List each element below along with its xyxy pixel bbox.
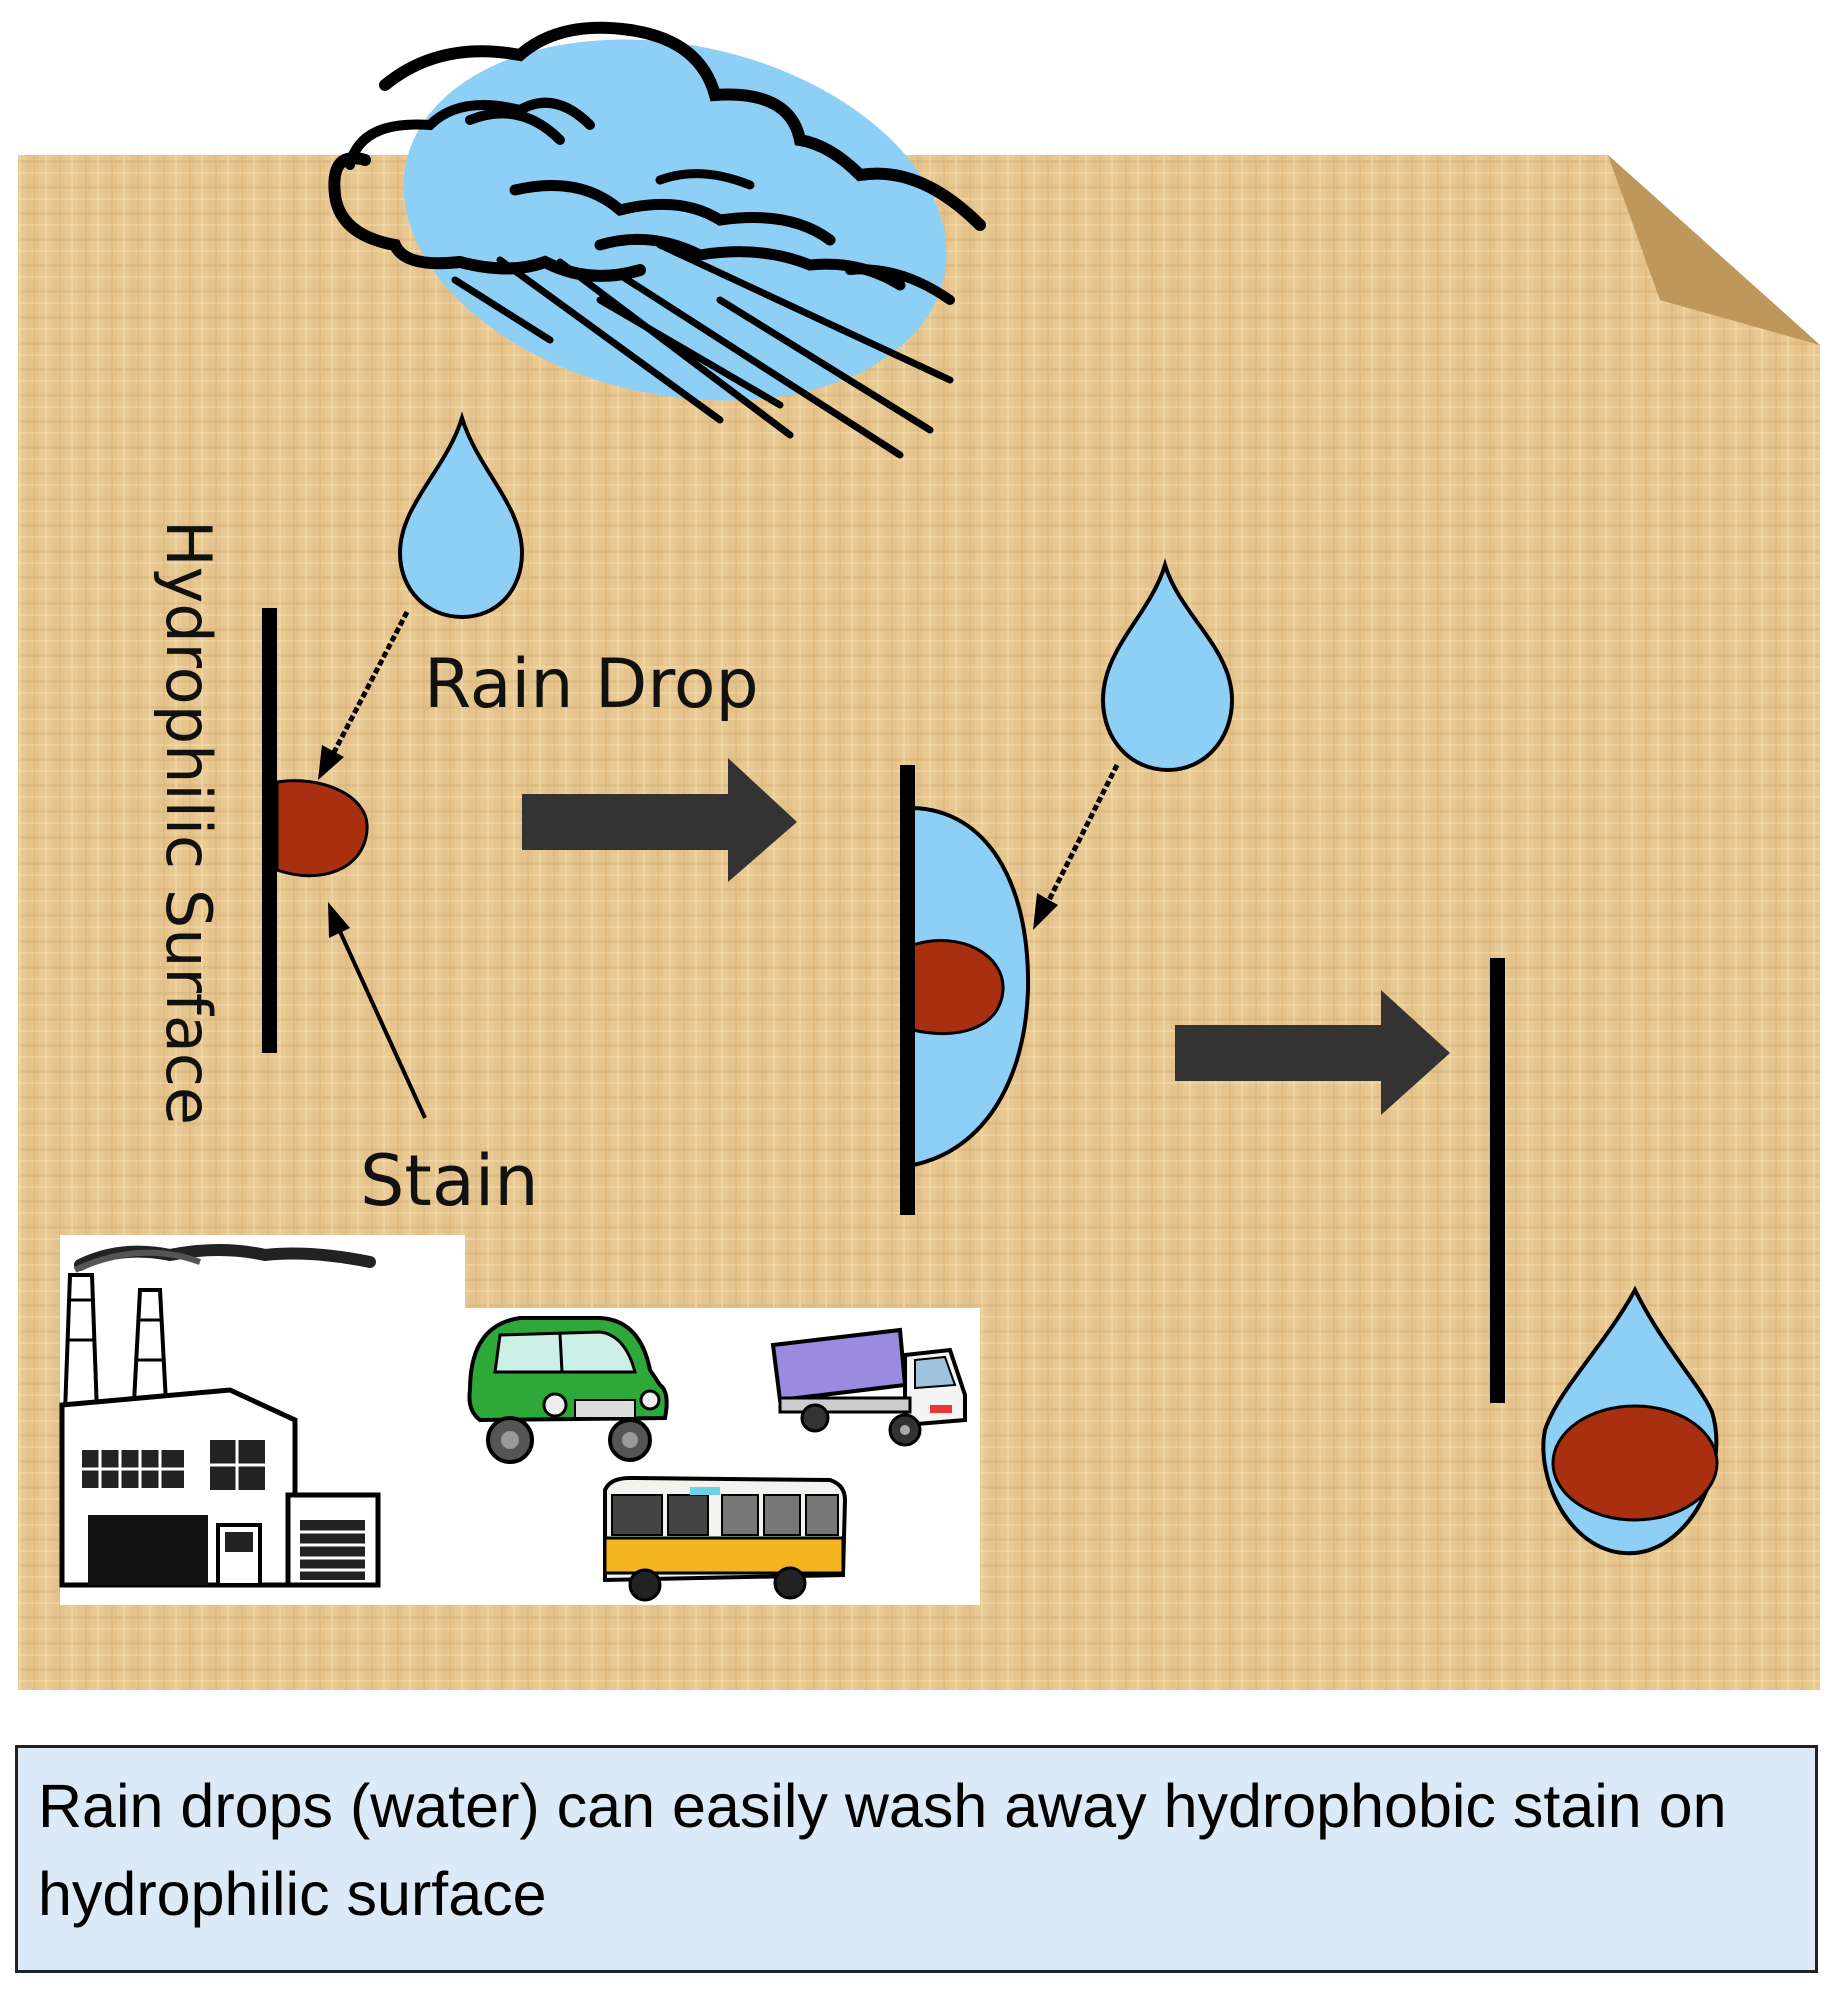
cloud-icon — [328, 21, 986, 459]
drop-to-stain-arrow — [318, 610, 410, 780]
hydrophilic-surface-1 — [262, 608, 277, 1053]
pollution-sources-panel — [59, 1235, 980, 1605]
drop-to-droplet-arrow — [1033, 763, 1120, 930]
factory-icon — [59, 1244, 381, 1588]
bus-icon — [603, 1475, 848, 1602]
process-arrow-2 — [1175, 990, 1450, 1115]
rain-drop-label: Rain Drop — [424, 645, 759, 724]
stain-2 — [911, 939, 1005, 1036]
surface-label: Hydrophilic Surface — [152, 520, 225, 1125]
hydrophilic-surface-2 — [900, 765, 915, 1215]
rain-drop-icon — [1100, 558, 1235, 773]
stage-2 — [900, 765, 1031, 1215]
stain-pointer-arrow — [328, 902, 427, 1119]
stage-1 — [262, 608, 369, 1053]
stage-3 — [1490, 958, 1719, 1556]
caption-text: Rain drops (water) can easily wash away … — [38, 1772, 1727, 1928]
process-arrow-1 — [522, 758, 797, 882]
stain-1 — [275, 779, 369, 878]
rain-drop-icon — [397, 411, 525, 620]
stain-label: Stain — [360, 1140, 539, 1222]
stain-3 — [1551, 1404, 1719, 1522]
truck-icon — [770, 1327, 967, 1447]
caption-box: Rain drops (water) can easily wash away … — [15, 1745, 1818, 1973]
hydrophilic-surface-3 — [1490, 958, 1505, 1403]
car-icon — [467, 1316, 669, 1464]
